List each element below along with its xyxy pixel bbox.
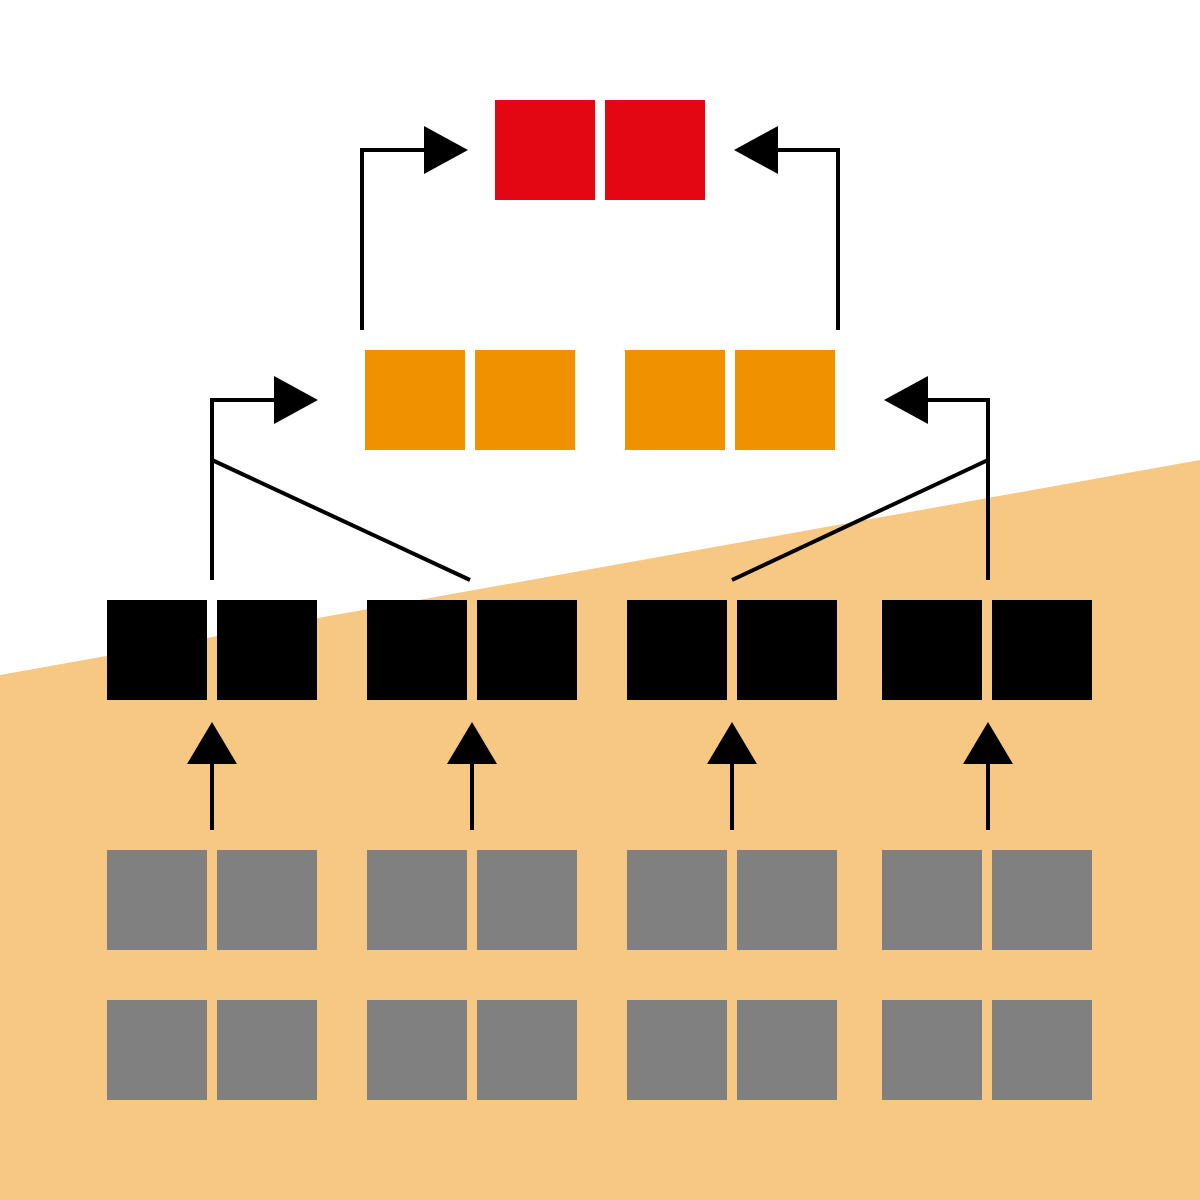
input-cell: [107, 850, 207, 950]
input-cell: [477, 850, 577, 950]
level3-layer: [495, 100, 705, 200]
arrowhead-icon: [187, 722, 237, 764]
right-merge-connector: [731, 376, 990, 582]
level1-cell: [992, 600, 1092, 700]
level2-to-level3-connectors: [360, 126, 840, 330]
level1-cell: [627, 600, 727, 700]
input-row: [107, 850, 1092, 950]
level2-layer: [365, 350, 835, 450]
left-merge-connector: [360, 126, 468, 330]
level1-cell: [217, 600, 317, 700]
level3-cell: [495, 100, 595, 200]
input-to-level1-arrows: [187, 722, 1013, 830]
level2-cell: [735, 350, 835, 450]
input-cell: [107, 1000, 207, 1100]
input-cell: [737, 850, 837, 950]
input-cell: [367, 850, 467, 950]
level2-cell: [625, 350, 725, 450]
input-layer: [107, 850, 1092, 1100]
input-row: [107, 1000, 1092, 1100]
input-cell: [882, 850, 982, 950]
arrowhead-icon: [734, 126, 778, 174]
arrowhead-icon: [274, 376, 318, 424]
input-cell: [992, 1000, 1092, 1100]
input-cell: [627, 850, 727, 950]
arrowhead-icon: [884, 376, 928, 424]
arrowhead-icon: [963, 722, 1013, 764]
level3-cell: [605, 100, 705, 200]
arrowhead-icon: [447, 722, 497, 764]
up-arrow: [447, 722, 497, 830]
input-cell: [882, 1000, 982, 1100]
input-cell: [217, 850, 317, 950]
level1-cell: [882, 600, 982, 700]
level1-cell: [107, 600, 207, 700]
up-arrow: [963, 722, 1013, 830]
input-cell: [477, 1000, 577, 1100]
input-cell: [627, 1000, 727, 1100]
level1-cell: [737, 600, 837, 700]
level1-to-level2-connectors: [210, 376, 990, 582]
input-cell: [992, 850, 1092, 950]
input-cell: [217, 1000, 317, 1100]
level2-cell: [365, 350, 465, 450]
right-merge-connector: [734, 126, 840, 330]
arrowhead-icon: [424, 126, 468, 174]
up-arrow: [707, 722, 757, 830]
level1-cell: [477, 600, 577, 700]
input-cell: [367, 1000, 467, 1100]
up-arrow: [187, 722, 237, 830]
left-merge-connector: [210, 376, 471, 582]
arrowhead-icon: [707, 722, 757, 764]
level2-cell: [475, 350, 575, 450]
level1-layer: [107, 600, 1092, 700]
level1-cell: [367, 600, 467, 700]
input-cell: [737, 1000, 837, 1100]
